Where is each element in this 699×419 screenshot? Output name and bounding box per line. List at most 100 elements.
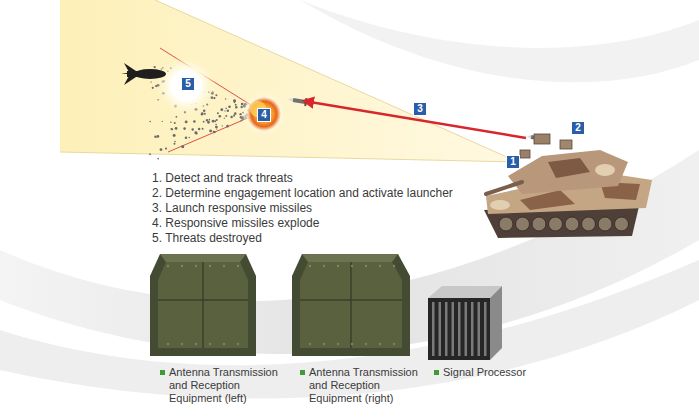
antenna-housing-left-part-part [181, 265, 183, 267]
fragment-cone-part-part [165, 148, 167, 150]
antenna-housing-left-part [150, 254, 256, 356]
signal-processor-part-part [484, 302, 487, 356]
antenna-housing-right-part [302, 254, 398, 262]
antenna-housing-right-part-part [337, 343, 339, 345]
fragment-cone-part-part [216, 119, 218, 121]
fragment-cone-part-part [149, 153, 151, 155]
fragment-cone-part-part [234, 100, 236, 102]
bullet-marker [160, 370, 165, 375]
fragment-cone-part-part [193, 120, 196, 123]
antenna-housing-right-part-part [393, 265, 395, 267]
fragment-cone-part-part [189, 137, 190, 138]
callout-number: 1 [506, 155, 520, 169]
signal-processor [428, 286, 502, 360]
fragment-cone-part-part [183, 127, 186, 130]
signal-processor-part-part [439, 302, 442, 356]
antenna-housing-left [150, 254, 256, 356]
tank-part [508, 150, 628, 194]
callout-number-slot: 4 [257, 108, 271, 122]
fragment-cone-part-part [162, 121, 163, 122]
antenna-housing-right-part-part [379, 343, 381, 345]
fragment-cone-part-part [206, 119, 208, 121]
fragment-cone-part-part [225, 98, 226, 99]
fragment-cone-part-part [215, 94, 217, 96]
step-text-slot: 5. Threats destroyed [152, 231, 262, 246]
fragment-cone-part-part [220, 108, 223, 111]
fragment-cone-part-part [224, 110, 225, 111]
fragment-cone-part-part [227, 109, 229, 111]
antenna-housing-right-part-part [309, 343, 311, 345]
fragment-cone-part-part [201, 112, 204, 115]
callout-number: 4 [257, 108, 271, 122]
fragment-cone-part-part [152, 87, 154, 89]
signal-processor-part [428, 298, 490, 360]
fragment-cone-part-part [235, 104, 237, 106]
fragment-cone-part-part [213, 131, 216, 134]
antenna-housing-right [292, 254, 410, 356]
fragment-cone-part-part [157, 99, 158, 100]
fragment-cone-part-part [209, 119, 211, 121]
fragment-cone-part-part [157, 158, 159, 160]
fragment-cone-part-part [201, 113, 203, 115]
signal-processor-part-part [465, 302, 468, 356]
part-caption-slot: Antenna Transmission and Reception Equip… [300, 366, 431, 405]
callout-number-slot: 1 [506, 155, 520, 169]
sensor-cone-part [155, 0, 518, 162]
fragment-cone-part-part [226, 125, 229, 128]
fragment-cone-part-part [175, 116, 177, 118]
antenna-housing-left-part [167, 265, 239, 345]
fragment-cone-part-part [173, 143, 175, 145]
bullet-marker [300, 370, 305, 375]
tank-part-part [549, 217, 563, 231]
tank [484, 134, 652, 238]
background-swoosh-part [300, 0, 699, 82]
background-swoosh [0, 0, 699, 398]
signal-processor-part-part [471, 302, 474, 356]
antenna-housing-right-part-part [309, 265, 311, 267]
signal-processor-part [428, 286, 502, 298]
fragment-cone-part-part [157, 135, 160, 138]
signal-processor-part-part [432, 302, 435, 356]
tank-part [486, 182, 522, 194]
antenna-housing-left-part-part [223, 343, 225, 345]
fragment-cone-part-part [154, 135, 156, 137]
part-caption: Antenna Transmission and Reception Equip… [309, 366, 431, 405]
bullet-marker [434, 370, 439, 375]
sensor-cone-part [60, 0, 518, 162]
fragment-cone-part-part [233, 99, 236, 102]
fragment-cone-part-part [222, 125, 223, 126]
threat-destroyed-burst [156, 56, 216, 116]
missile-trajectory [304, 101, 526, 138]
antenna-housing-right-part [309, 265, 395, 345]
antenna-housing-right-part-part [365, 343, 367, 345]
fragment-cone-part-part [173, 134, 176, 137]
step-text: 5. Threats destroyed [152, 231, 262, 246]
interceptor-explosion-part [247, 97, 281, 131]
antenna-housing-left-part [158, 299, 248, 301]
threat-projectile [121, 63, 166, 85]
interceptor-missile-part-part [288, 97, 294, 102]
tank-part-part [598, 217, 612, 231]
threat-projectile-part [121, 72, 132, 74]
callout-number-slot: 2 [571, 121, 585, 135]
fragment-cone-part-part [225, 108, 227, 110]
fragment-cone-part-part [192, 128, 194, 130]
antenna-housing-right-part-part [365, 265, 367, 267]
tank-part-part [532, 217, 546, 231]
threat-destroyed-burst-part [156, 56, 216, 116]
fragment-cone-part-part [181, 145, 184, 148]
fragment-cone-part-part [235, 106, 237, 108]
fragment-cone-part-part [230, 116, 233, 119]
fragment-cone-part-part [174, 141, 176, 143]
fragment-cone-part-part [174, 122, 176, 124]
antenna-housing-left-part-part [237, 343, 239, 345]
tank-part-part [615, 217, 629, 231]
signal-processor-part [432, 302, 487, 356]
launched-missile-part-part [527, 134, 532, 139]
fragment-cone-part-part [215, 126, 218, 129]
threat-projectile-part [124, 63, 136, 74]
antenna-housing-left-part [160, 254, 246, 262]
